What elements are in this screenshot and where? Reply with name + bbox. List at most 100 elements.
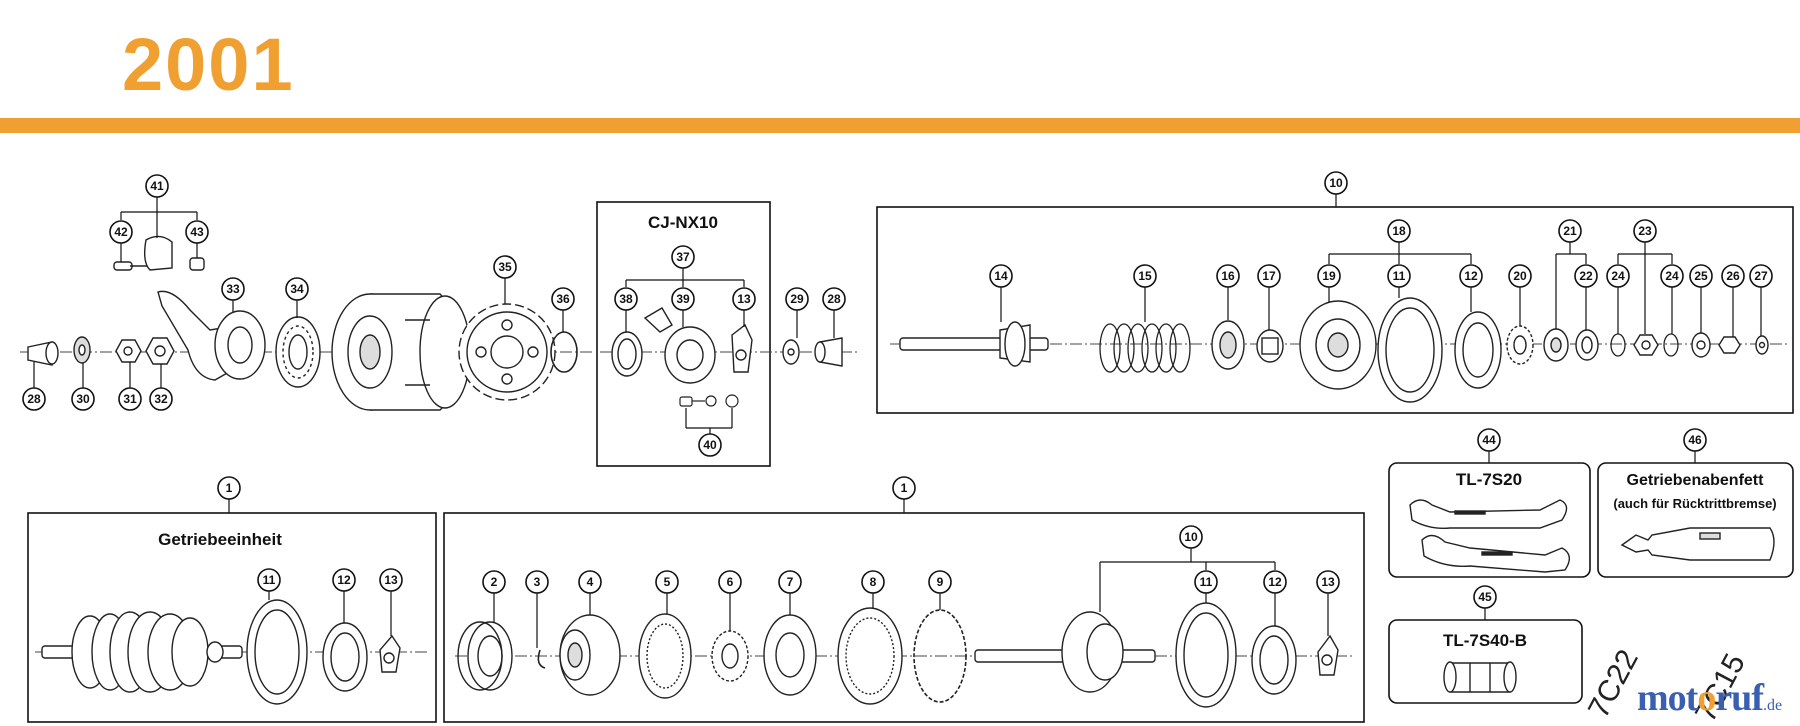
callout-34: 34 — [290, 282, 304, 296]
callout-28: 28 — [27, 392, 41, 406]
cj-nx10-box — [596, 201, 771, 467]
callout-5: 5 — [664, 575, 671, 589]
part-20-bearing — [1506, 325, 1534, 365]
label-fett: Getriebenabenfett — [1627, 472, 1765, 489]
part-45-tool-sleeve — [1443, 661, 1517, 693]
callout-28: 28 — [827, 292, 841, 306]
getriebeeinheit-box — [27, 512, 437, 723]
part-11-dust-cap-c — [1175, 602, 1237, 708]
part-2-pawl-carrier — [457, 621, 513, 691]
callout-13: 13 — [384, 573, 398, 587]
callout-41: 41 — [150, 179, 164, 193]
callout-44: 44 — [1482, 433, 1496, 447]
part-10-axle-assembly — [974, 611, 1156, 693]
part-26-nut — [1718, 336, 1741, 354]
part-hub-shell — [331, 293, 471, 411]
part-22-ring — [1575, 329, 1599, 361]
part-13-lever-b — [379, 634, 401, 673]
part-35-sprocket — [458, 303, 556, 401]
part-28-locknut — [27, 341, 59, 366]
callout-17: 17 — [1262, 269, 1276, 283]
part-24-washer-b — [1663, 333, 1679, 357]
part-12-seal-b — [322, 622, 368, 692]
callout-12: 12 — [337, 573, 351, 587]
callout-9: 9 — [937, 575, 944, 589]
motoruf-logo: motoruf.de — [1637, 677, 1783, 719]
part-gear-unit — [41, 611, 243, 693]
callout-19: 19 — [1322, 269, 1336, 283]
part-13-lever-c — [1317, 634, 1339, 676]
callout-7: 7 — [787, 575, 794, 589]
part-24-washer-a — [1610, 333, 1626, 357]
part-4-planet-cage — [559, 614, 621, 696]
callout-42: 42 — [114, 225, 128, 239]
part-11-dust-cap-b — [246, 599, 308, 705]
callout-20: 20 — [1513, 269, 1527, 283]
callout-6: 6 — [727, 575, 734, 589]
callout-45: 45 — [1478, 590, 1492, 604]
part-25-nut — [1691, 332, 1711, 358]
label-tl-7s40-b: TL-7S40-B — [1443, 631, 1527, 650]
callout-33: 33 — [226, 282, 240, 296]
callout-11: 11 — [263, 573, 276, 587]
callout-16: 16 — [1221, 269, 1235, 283]
part-28-locknut-right — [814, 337, 843, 367]
part-32-nut — [145, 337, 175, 365]
callout-36: 36 — [556, 292, 570, 306]
part-41-bracket — [113, 235, 205, 271]
part-33-arm — [157, 290, 266, 381]
callout-24: 24 — [1611, 269, 1625, 283]
part-29-washer — [782, 339, 800, 365]
callout-35: 35 — [498, 260, 512, 274]
callout-24: 24 — [1665, 269, 1679, 283]
part-14-axle — [899, 321, 1049, 367]
kit-10-box — [876, 206, 1794, 414]
part-13-lever — [731, 323, 753, 373]
part-21-cone — [1543, 328, 1569, 362]
part-40-screws — [679, 394, 739, 408]
callout-1: 1 — [226, 481, 233, 495]
part-6-sun-gear — [711, 630, 749, 682]
callout-1: 1 — [901, 481, 908, 495]
part-39-cassette-joint — [643, 307, 716, 384]
part-5-ring-gear — [638, 613, 692, 699]
part-9-bearing-ring — [913, 609, 967, 703]
callout-40: 40 — [703, 438, 717, 452]
callout-3: 3 — [534, 575, 541, 589]
callout-25: 25 — [1694, 269, 1708, 283]
callout-13: 13 — [737, 292, 751, 306]
callout-32: 32 — [154, 392, 168, 406]
part-31-nut — [115, 339, 142, 363]
callout-30: 30 — [76, 392, 90, 406]
callout-10: 10 — [1184, 530, 1198, 544]
part-38-ring — [611, 331, 643, 377]
callout-26: 26 — [1726, 269, 1740, 283]
callout-14: 14 — [994, 269, 1008, 283]
callout-27: 27 — [1754, 269, 1768, 283]
callout-4: 4 — [587, 575, 594, 589]
callout-38: 38 — [619, 292, 633, 306]
part-23-nut — [1633, 334, 1659, 356]
callout-31: 31 — [123, 392, 137, 406]
watermark-code-a: 7C22 — [1582, 644, 1645, 723]
callout-46: 46 — [1688, 433, 1702, 447]
label-tl-7s20: TL-7S20 — [1456, 470, 1522, 489]
callout-23: 23 — [1638, 224, 1652, 238]
callout-39: 39 — [676, 292, 690, 306]
part-15-spring — [1099, 323, 1191, 373]
label-cj-nx10: CJ-NX10 — [648, 213, 718, 232]
part-34-bearing — [275, 316, 321, 388]
part-16-cone — [1211, 320, 1245, 370]
part-11-dust-cap — [1377, 297, 1443, 403]
part-8-ring-gear — [837, 607, 903, 705]
callout-8: 8 — [870, 575, 877, 589]
callout-22: 22 — [1579, 269, 1593, 283]
callout-11: 11 — [1393, 269, 1406, 283]
part-30-washer — [73, 336, 91, 364]
header-rule — [0, 118, 1800, 133]
part-44-wrenches — [1409, 499, 1570, 573]
part-46-grease-bottle — [1620, 527, 1775, 561]
part-36-ring — [550, 331, 578, 373]
callout-43: 43 — [190, 225, 204, 239]
